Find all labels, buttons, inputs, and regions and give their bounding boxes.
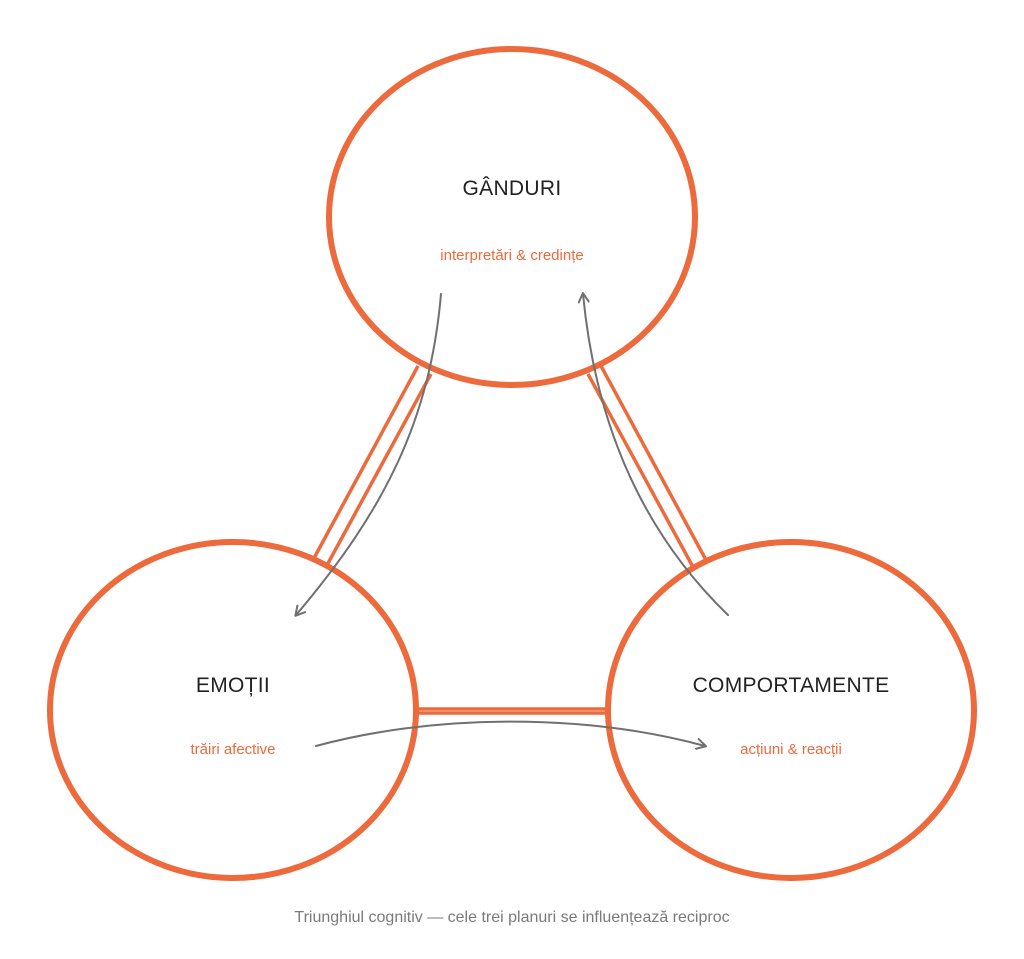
edge-thoughts-behaviors-inner bbox=[586, 373, 695, 568]
edge-thoughts-emotions-inner bbox=[324, 373, 433, 568]
behaviors-circle bbox=[605, 539, 977, 881]
thoughts-subtitle: interpretări & credințe bbox=[440, 247, 583, 264]
arrow-behaviors-to-thoughts bbox=[577, 292, 729, 616]
emotions-subtitle: trăiri afective bbox=[190, 741, 275, 758]
arrow-thoughts-to-emotions bbox=[294, 293, 442, 617]
thoughts-title: GÂNDURI bbox=[463, 177, 562, 200]
triangle-edges bbox=[311, 365, 708, 715]
behaviors-subtitle: acțiuni & reacții bbox=[740, 741, 842, 758]
emotions-circle bbox=[47, 539, 419, 881]
behaviors-title: COMPORTAMENTE bbox=[693, 674, 890, 697]
emotions-title: EMOȚII bbox=[196, 674, 270, 697]
arrow-emotions-to-behaviors bbox=[315, 720, 707, 750]
influence-arrows bbox=[294, 292, 729, 750]
edge-thoughts-behaviors-outer bbox=[599, 365, 708, 561]
thoughts-circle bbox=[326, 46, 698, 388]
diagram-caption: Triunghiul cognitiv — cele trei planuri … bbox=[294, 909, 729, 926]
edge-thoughts-emotions-outer bbox=[311, 365, 420, 561]
